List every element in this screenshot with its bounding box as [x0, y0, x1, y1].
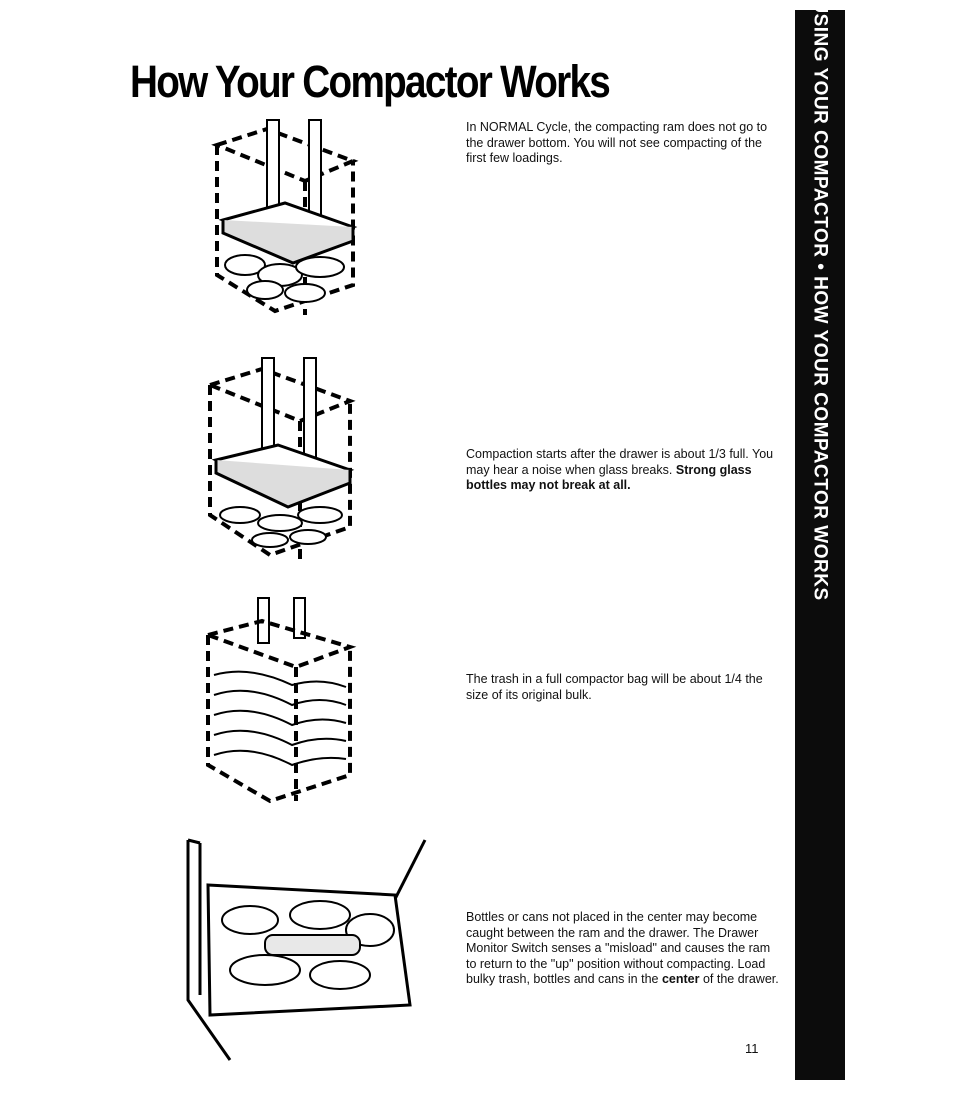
- section-2-text: Compaction starts after the drawer is ab…: [466, 447, 781, 494]
- page-title: How Your Compactor Works: [130, 56, 611, 107]
- ram-compacting-trash-illustration: [203, 357, 356, 560]
- side-tab-label: USING YOUR COMPACTOR • HOW YOUR COMPACTO…: [810, 0, 832, 601]
- section-2-text-plain: Compaction starts after the drawer is ab…: [466, 447, 774, 477]
- section-3-text: The trash in a full compactor bag will b…: [466, 672, 763, 702]
- page-number: 11: [745, 1041, 759, 1056]
- section-4-text-after: of the drawer.: [702, 972, 779, 986]
- section-4-text-before: Bottles or cans not placed in the center…: [466, 910, 771, 986]
- full-compacted-bag-illustration: [201, 597, 357, 804]
- section-4-text-bold: center: [661, 972, 700, 986]
- section-2-text-bold: Strong glass bottles may not break at al…: [466, 462, 752, 493]
- side-tab: [795, 10, 845, 1080]
- section-1-text: In NORMAL Cycle, the compacting ram does…: [466, 120, 768, 165]
- section-4-text: Bottles or cans not placed in the center…: [466, 910, 781, 988]
- open-drawer-with-trash-illustration: [186, 838, 427, 1061]
- ram-above-loose-trash-illustration: [211, 119, 359, 315]
